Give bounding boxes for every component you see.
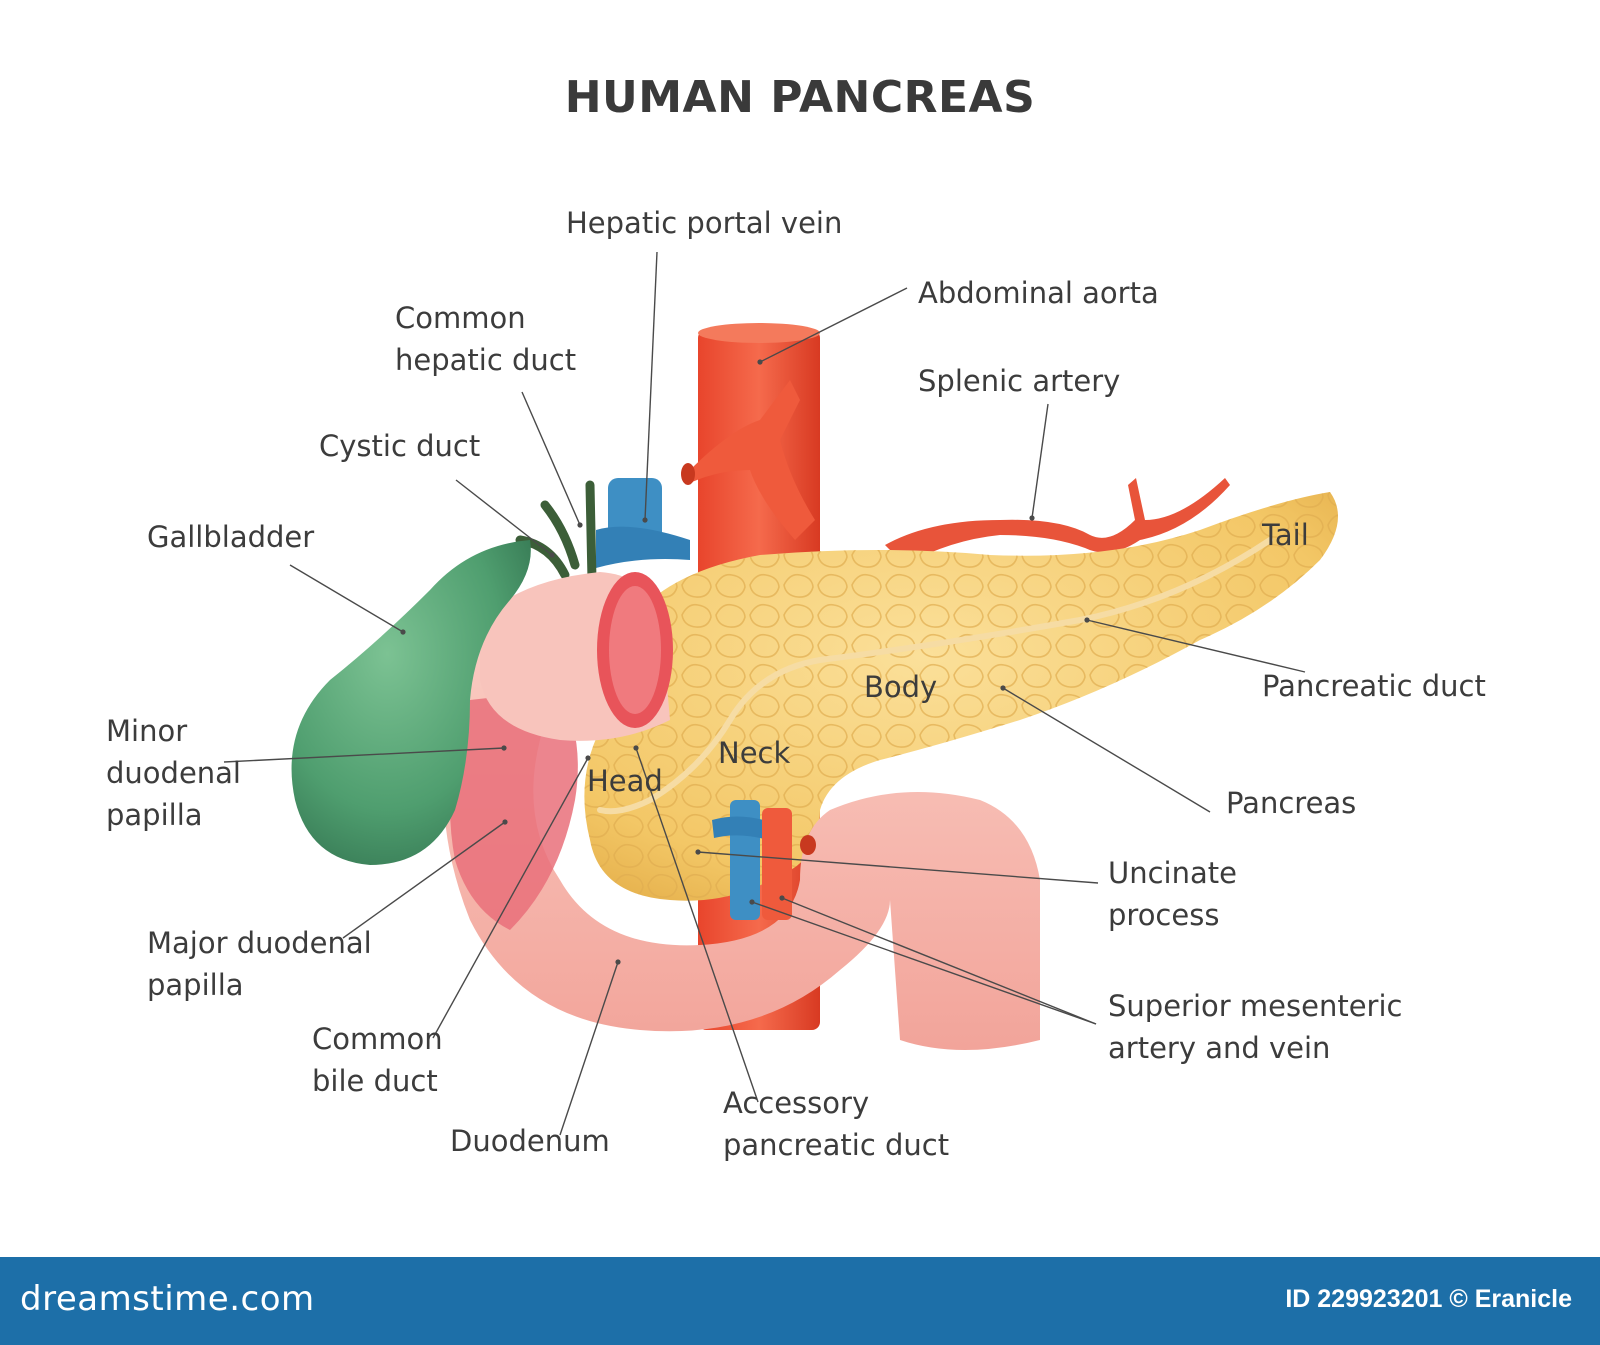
label-uncinate-line1: Uncinate: [1108, 856, 1237, 890]
leader-dots: [400, 359, 1090, 965]
label-neck: Neck: [718, 736, 791, 770]
leader-accessory-pancreatic-duct: [635, 747, 759, 1103]
leader-superior-mesenteric-1: [751, 901, 1097, 1025]
label-head: Head: [587, 764, 663, 798]
pancreatic-duct: [597, 537, 1273, 815]
image-credit: ID 229923201 © Eranicle: [1285, 1285, 1572, 1313]
label-superior-line2: artery and vein: [1108, 1031, 1331, 1065]
label-uncinate-line2: process: [1108, 898, 1220, 932]
leader-major-duodenal-papilla: [342, 821, 506, 939]
label-uncinate-process: Uncinate process: [1108, 852, 1237, 936]
leader-cystic-duct: [455, 479, 553, 556]
leader-splenic-artery: [1031, 403, 1049, 519]
leader-pancreas: [1002, 687, 1211, 813]
label-minor-line2: duodenal: [106, 756, 241, 790]
label-accessory-pancreatic-duct: Accessory pancreatic duct: [723, 1082, 949, 1166]
label-superior-line1: Superior mesenteric: [1108, 989, 1403, 1023]
label-pancreas: Pancreas: [1226, 786, 1357, 820]
leader-common-bile-duct: [432, 757, 589, 1039]
label-duodenum: Duodenum: [450, 1124, 610, 1158]
leader-hepatic-portal-vein: [644, 251, 658, 521]
label-bile-line1: Common: [312, 1022, 443, 1056]
gallbladder-organ: [291, 540, 531, 865]
leader-common-hepatic-duct: [521, 391, 581, 526]
label-pancreatic-duct: Pancreatic duct: [1262, 669, 1486, 703]
label-common-hepatic-duct: Common hepatic duct: [395, 297, 576, 381]
superior-mesenteric-vessels: [712, 800, 816, 920]
leader-superior-mesenteric-2: [781, 897, 1097, 1025]
label-minor-line3: papilla: [106, 798, 203, 832]
diagram-title: HUMAN PANCREAS: [564, 72, 1036, 123]
leader-lines: [223, 251, 1306, 1136]
brand-watermark[interactable]: dreamstime.com: [20, 1279, 315, 1319]
label-common-hepatic-duct-line1: Common: [395, 301, 526, 335]
label-bile-line2: bile duct: [312, 1064, 438, 1098]
label-common-bile-duct: Common bile duct: [312, 1018, 443, 1102]
leader-abdominal-aorta: [759, 287, 908, 363]
label-gallbladder: Gallbladder: [147, 520, 315, 554]
leader-duodenum: [559, 961, 619, 1136]
label-body: Body: [864, 670, 938, 704]
label-splenic-artery: Splenic artery: [918, 364, 1121, 398]
leader-uncinate-process: [697, 851, 1099, 884]
label-common-hepatic-duct-line2: hepatic duct: [395, 343, 577, 377]
celiac-trunk: [690, 380, 815, 540]
label-major-duodenal-papilla: Major duodenal papilla: [147, 922, 372, 1006]
label-tail: Tail: [1262, 518, 1309, 552]
label-accessory-line2: pancreatic duct: [723, 1128, 950, 1162]
label-minor-duodenal-papilla: Minor duodenal papilla: [106, 710, 241, 836]
label-hepatic-portal-vein: Hepatic portal vein: [566, 206, 843, 240]
pancreas-organ: [584, 492, 1338, 901]
bile-ducts: [515, 480, 597, 585]
leader-minor-duodenal-papilla: [223, 747, 505, 763]
hepatic-portal-vein: [596, 478, 690, 568]
duodenum-organ: [443, 572, 1040, 1050]
footer-bar: dreamstime.com ID 229923201 © Eranicle: [0, 1257, 1600, 1345]
label-major-line1: Major duodenal: [147, 926, 372, 960]
label-minor-line1: Minor: [106, 714, 188, 748]
leader-pancreatic-duct: [1086, 619, 1306, 673]
leader-gallbladder: [289, 564, 404, 633]
label-accessory-line1: Accessory: [723, 1086, 870, 1120]
label-cystic-duct: Cystic duct: [319, 429, 481, 463]
label-abdominal-aorta: Abdominal aorta: [918, 276, 1159, 310]
label-major-line2: papilla: [147, 968, 244, 1002]
label-superior-mesenteric: Superior mesenteric artery and vein: [1108, 985, 1402, 1069]
